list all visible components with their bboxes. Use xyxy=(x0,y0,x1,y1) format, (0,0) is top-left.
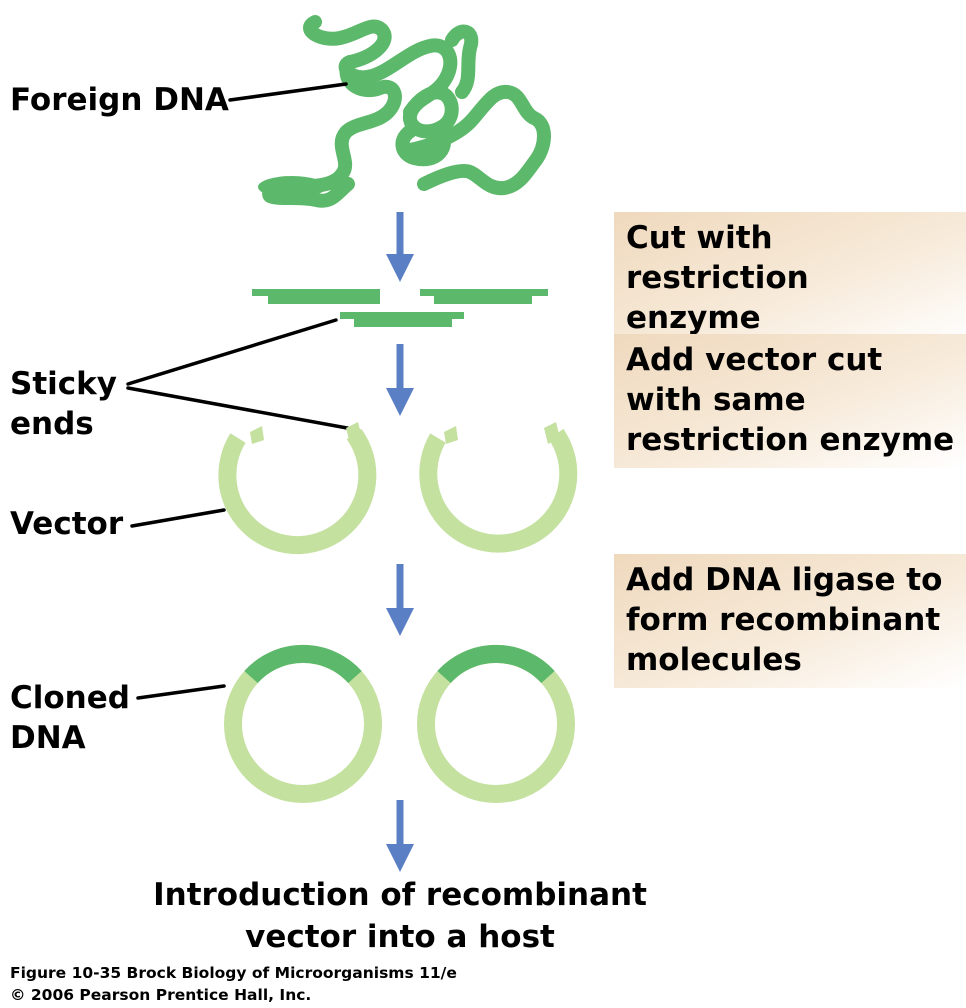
leader-lines xyxy=(126,82,360,700)
label-sticky-ends: Sticky ends xyxy=(10,366,117,442)
copyright-text: © 2006 Pearson Prentice Hall, Inc. xyxy=(10,986,312,1004)
foreign-dna-strand xyxy=(262,15,551,208)
step-box-ligase: Add DNA ligase to form recombinant molec… xyxy=(614,554,966,688)
label-foreign-dna: Foreign DNA xyxy=(10,82,229,118)
label-cloned-dna: Cloned DNA xyxy=(10,680,130,756)
label-vector: Vector xyxy=(10,506,124,542)
vector-sticky-nubs xyxy=(250,422,560,444)
cut-dna-fragments xyxy=(252,289,548,327)
figure-caption: Figure 10-35 Brock Biology of Microorgan… xyxy=(10,964,457,982)
final-step-text: Introduction of recombinant vector into … xyxy=(153,877,647,955)
cloned-dna-left xyxy=(224,644,382,803)
vector-open-left xyxy=(218,428,377,555)
step-box-cut: Cut with restriction enzyme xyxy=(614,212,966,346)
vector-open-right xyxy=(419,428,578,553)
foreign-dna-blob xyxy=(258,176,326,198)
step-box-add-vector: Add vector cut with same restriction enz… xyxy=(614,334,966,468)
cloned-dna-right xyxy=(417,644,575,803)
